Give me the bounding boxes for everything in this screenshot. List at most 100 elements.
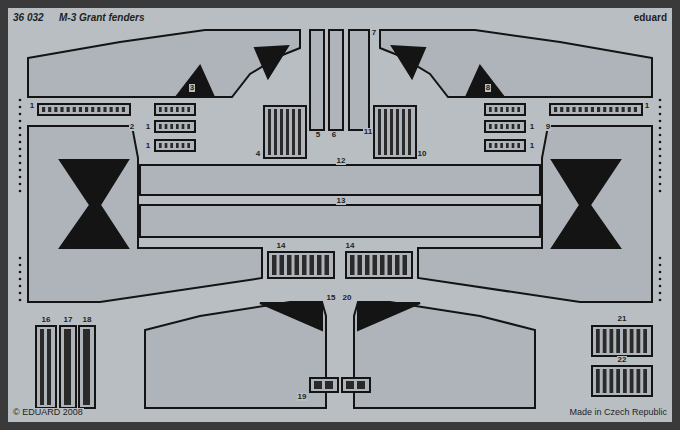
- fender-part: [380, 30, 652, 97]
- cutout: [466, 66, 504, 97]
- callout-number: 19: [297, 393, 308, 401]
- sprue-dot: [659, 106, 662, 109]
- slot: [159, 107, 162, 112]
- slot: [615, 107, 618, 112]
- slot: [358, 255, 363, 275]
- fender-part: [145, 302, 326, 408]
- slot: [616, 369, 620, 393]
- slot: [287, 255, 292, 275]
- callout-number: 13: [336, 197, 347, 205]
- slot: [402, 109, 405, 155]
- sprue-dot: [19, 113, 22, 116]
- slot: [616, 329, 620, 353]
- label-text: eduard: [633, 13, 668, 23]
- slot: [390, 109, 393, 155]
- sprue-dot: [19, 162, 22, 165]
- slot: [292, 109, 295, 155]
- slot: [103, 107, 106, 112]
- slot: [159, 124, 162, 129]
- slot: [623, 369, 627, 393]
- sprue-dot: [19, 120, 22, 123]
- slot: [517, 107, 520, 112]
- slot: [603, 107, 606, 112]
- sprue-dot: [19, 155, 22, 158]
- slot: [579, 107, 582, 112]
- slot: [403, 255, 408, 275]
- slot: [85, 107, 88, 112]
- callout-number: 12: [336, 157, 347, 165]
- slot: [506, 124, 509, 129]
- slot: [83, 329, 90, 405]
- clip-row: [485, 104, 525, 115]
- sprue-dot: [19, 141, 22, 144]
- slot: [596, 329, 600, 353]
- slot: [395, 255, 400, 275]
- sprue-dot: [659, 141, 662, 144]
- slot: [517, 143, 520, 148]
- sprue-dot: [19, 106, 22, 109]
- slot: [60, 107, 63, 112]
- callout-number: 6: [331, 131, 337, 139]
- callout-number: 1: [529, 123, 535, 131]
- slot: [566, 107, 569, 112]
- sprue-dot: [19, 285, 22, 288]
- sprue-dot: [19, 134, 22, 137]
- grid-part: [268, 252, 334, 278]
- sprue-dot: [659, 183, 662, 186]
- slot: [165, 124, 168, 129]
- grid-part: [60, 326, 76, 408]
- grid-part: [374, 106, 416, 158]
- slot: [554, 107, 557, 112]
- slot: [182, 124, 185, 129]
- sprue-dot: [659, 190, 662, 193]
- slot: [597, 107, 600, 112]
- slot: [54, 107, 57, 112]
- cutout: [176, 66, 214, 97]
- slot: [97, 107, 100, 112]
- slot: [512, 124, 515, 129]
- callout-number: 3: [189, 84, 195, 92]
- callout-number: 7: [371, 29, 377, 37]
- slot: [317, 255, 322, 275]
- slot: [187, 124, 190, 129]
- slot: [634, 107, 637, 112]
- slot: [396, 109, 399, 155]
- slot: [628, 107, 631, 112]
- slot: [176, 143, 179, 148]
- slot: [122, 107, 125, 112]
- sprue-dot: [659, 278, 662, 281]
- sprue-dot: [19, 183, 22, 186]
- clip-row: [155, 121, 195, 132]
- slot: [116, 107, 119, 112]
- slot: [630, 329, 634, 353]
- callout-number: 4: [255, 150, 261, 158]
- slot: [500, 124, 503, 129]
- sprue-dot: [659, 257, 662, 260]
- sprue-dot: [19, 99, 22, 102]
- slot: [384, 109, 387, 155]
- cutout: [260, 303, 322, 330]
- slot: [110, 107, 113, 112]
- slot: [408, 109, 411, 155]
- cutout: [255, 46, 288, 78]
- sprue-dot: [659, 264, 662, 267]
- callout-number: 15: [326, 294, 337, 302]
- slot: [165, 143, 168, 148]
- clip-row: [485, 121, 525, 132]
- sprue-dot: [659, 127, 662, 130]
- slot: [187, 143, 190, 148]
- slot: [560, 107, 563, 112]
- slot: [350, 255, 355, 275]
- grid-part: [36, 326, 56, 408]
- clip-row: [38, 104, 130, 115]
- strip-part: [310, 30, 324, 130]
- slot: [272, 255, 277, 275]
- slot: [489, 124, 492, 129]
- slot: [165, 107, 168, 112]
- sprue-dot: [659, 271, 662, 274]
- slot: [170, 107, 173, 112]
- sprue-dot: [659, 148, 662, 151]
